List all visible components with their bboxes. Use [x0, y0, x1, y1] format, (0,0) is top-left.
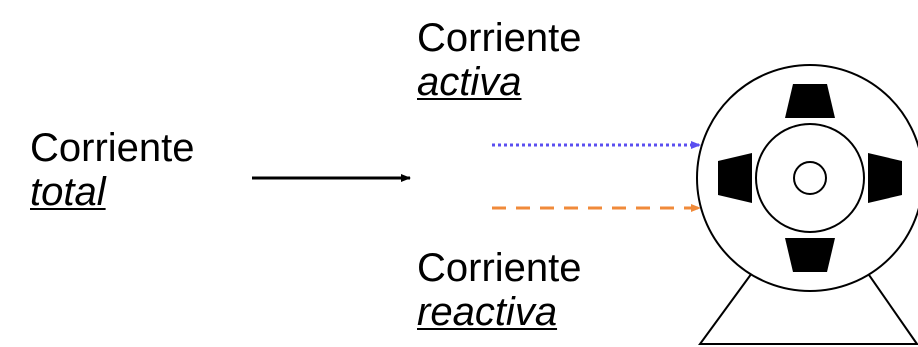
motor-shaft	[793, 161, 827, 195]
motor-pole-top	[785, 84, 835, 118]
motor-pole-left	[718, 153, 752, 203]
total-current-line1: Corriente	[30, 126, 195, 170]
reactive-current-line2: reactiva	[417, 290, 558, 334]
active-current-line2: activa	[417, 60, 522, 104]
total-current-line2: total	[30, 170, 106, 214]
total-current-label: Corriente total	[30, 126, 195, 214]
reactive-current-label: Corriente reactiva	[417, 246, 582, 334]
reactive-current-line1: Corriente	[417, 246, 582, 290]
motor-pole-right	[868, 153, 902, 203]
electric-motor-icon	[696, 64, 918, 345]
motor-pole-bottom	[785, 238, 835, 272]
active-current-label: Corriente activa	[417, 16, 582, 104]
active-current-line1: Corriente	[417, 16, 582, 60]
